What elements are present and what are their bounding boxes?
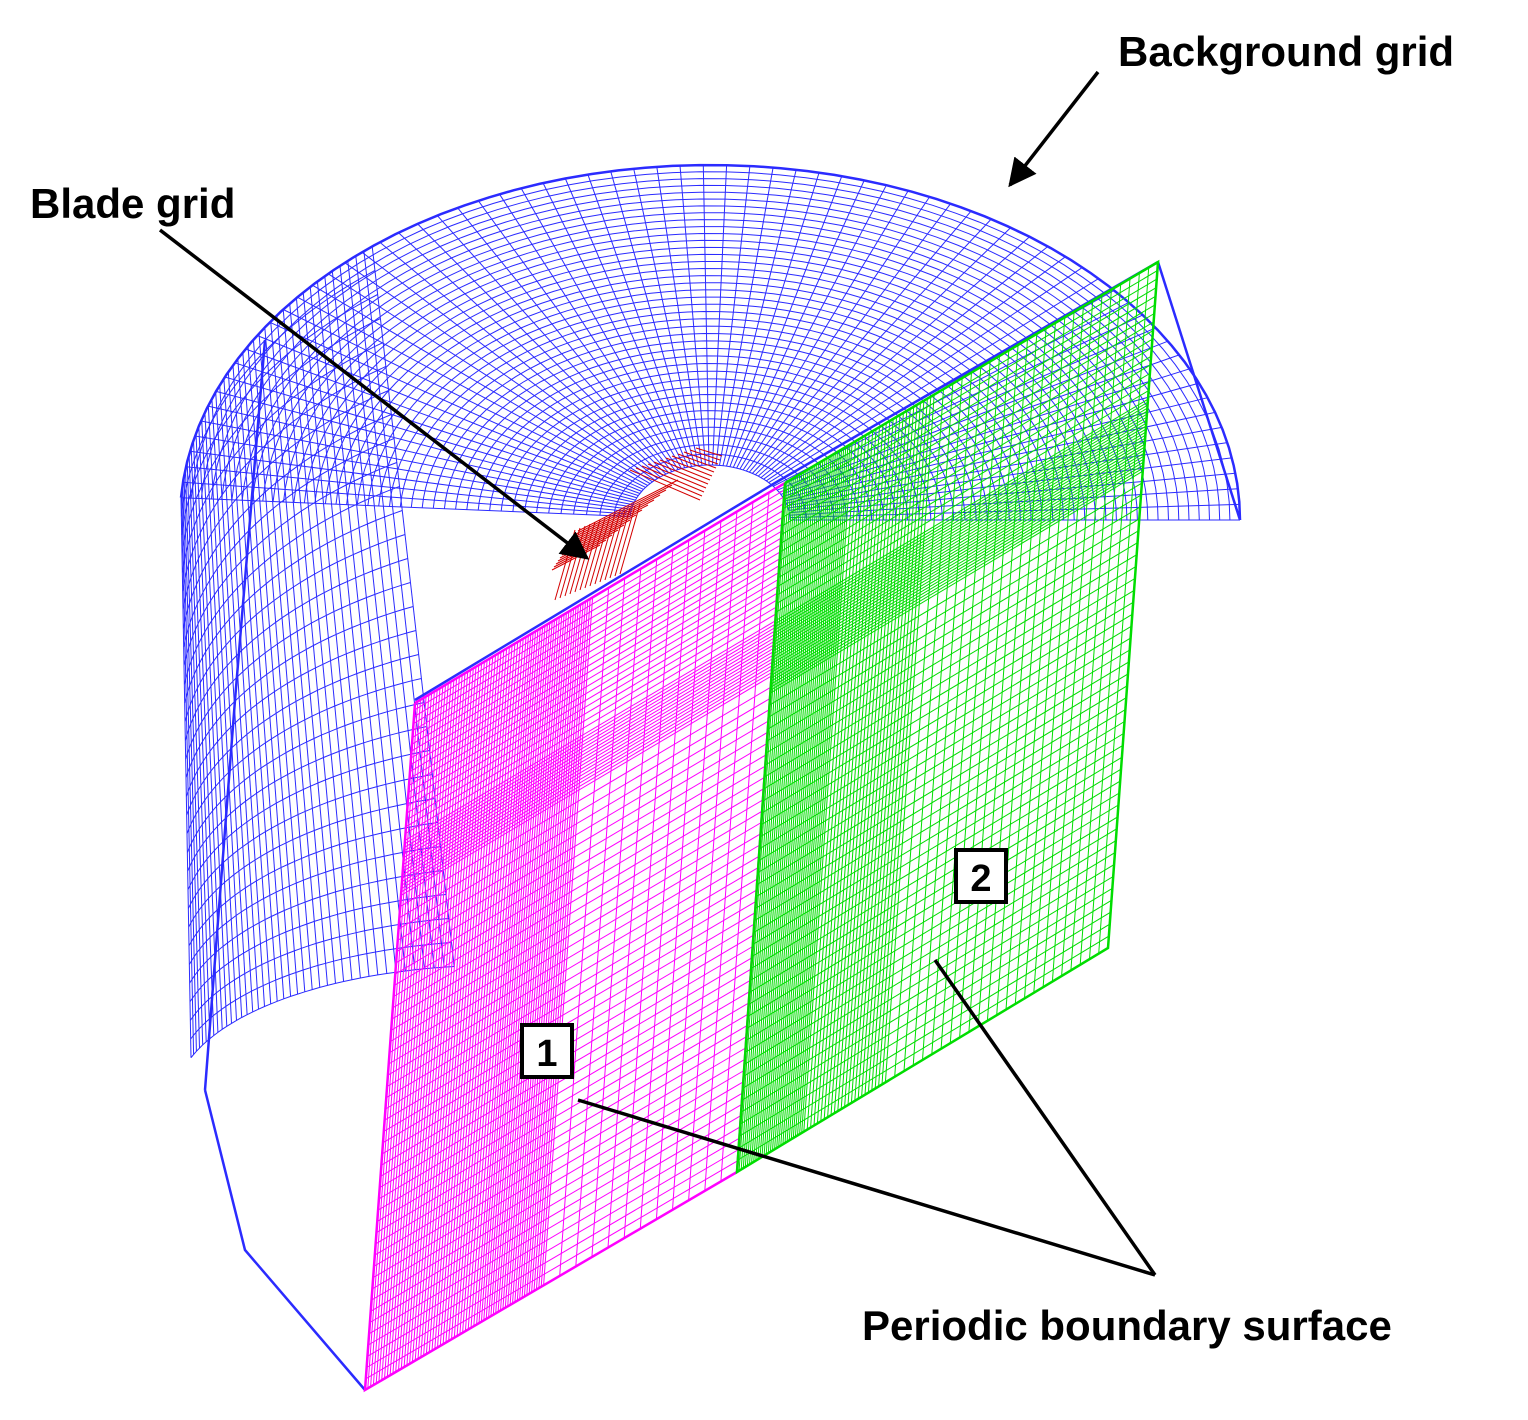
blade-grid-label: Blade grid — [30, 180, 235, 227]
periodic-boundary-label: Periodic boundary surface — [862, 1302, 1392, 1349]
periodic-leader-2 — [933, 958, 1157, 1277]
background-grid-label: Background grid — [1118, 28, 1454, 75]
background-grid-arrow — [1008, 70, 1100, 188]
blade-grid-arrow — [158, 228, 590, 560]
surface-2-badge: 2 — [954, 848, 1008, 904]
periodic-leader-1 — [577, 1098, 1156, 1277]
periodic-surface-2-mesh — [735, 259, 1160, 1175]
background-grid-mesh — [179, 163, 1242, 1391]
annotation-leaders — [158, 70, 1157, 1277]
surface-1-badge: 1 — [520, 1023, 574, 1079]
periodic-surface-1-mesh — [363, 480, 787, 1393]
surface-2-number: 2 — [970, 858, 991, 900]
surface-1-number: 1 — [536, 1033, 557, 1075]
